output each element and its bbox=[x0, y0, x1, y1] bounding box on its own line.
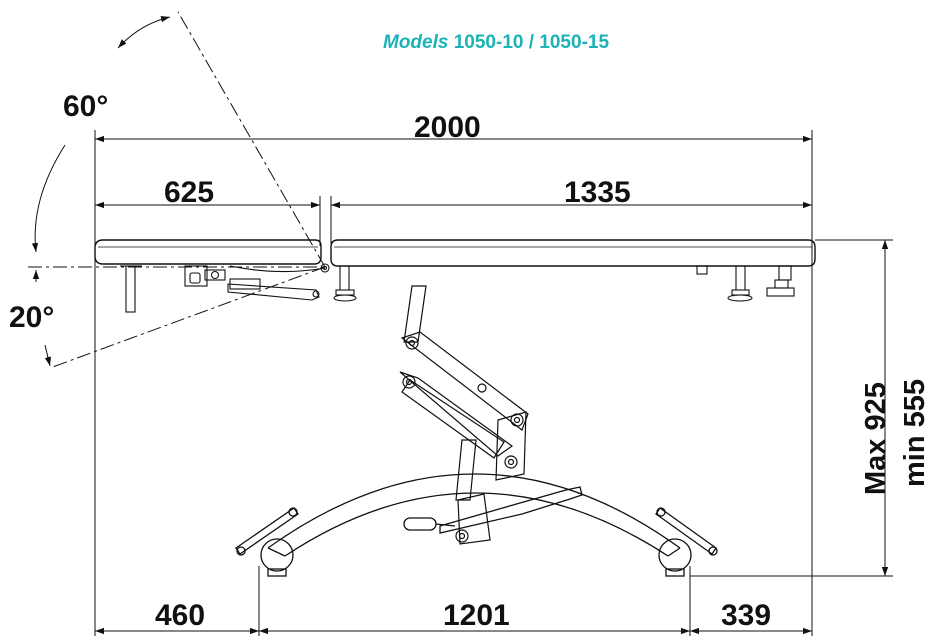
table-top bbox=[94, 239, 816, 267]
lift-column bbox=[399, 285, 529, 545]
dimension-1335: 1335 bbox=[564, 176, 631, 209]
body-cushion bbox=[330, 239, 816, 267]
extension-lines bbox=[94, 130, 893, 636]
right-feet bbox=[727, 265, 795, 302]
dimension-2000: 2000 bbox=[414, 111, 481, 144]
dimension-max-height: Max 925 bbox=[860, 382, 892, 495]
models-numbers: 1050-10 / 1050-15 bbox=[453, 32, 610, 53]
angle-indicators bbox=[28, 11, 326, 369]
dimension-339: 339 bbox=[721, 599, 772, 632]
dimension-1201: 1201 bbox=[443, 599, 510, 632]
models-title: Models 1050-10 / 1050-15 bbox=[383, 32, 609, 54]
angle-60-label: 60° bbox=[63, 90, 109, 123]
base-frame bbox=[235, 473, 718, 577]
head-cushion bbox=[94, 239, 322, 265]
angle-20-label: 20° bbox=[9, 301, 55, 334]
dimension-min-height: min 555 bbox=[899, 379, 931, 487]
head-mechanism bbox=[120, 263, 708, 313]
dimension-625: 625 bbox=[164, 176, 215, 209]
models-label: Models bbox=[383, 32, 449, 53]
dimension-460: 460 bbox=[155, 599, 206, 632]
dimension-lines bbox=[95, 135, 889, 635]
